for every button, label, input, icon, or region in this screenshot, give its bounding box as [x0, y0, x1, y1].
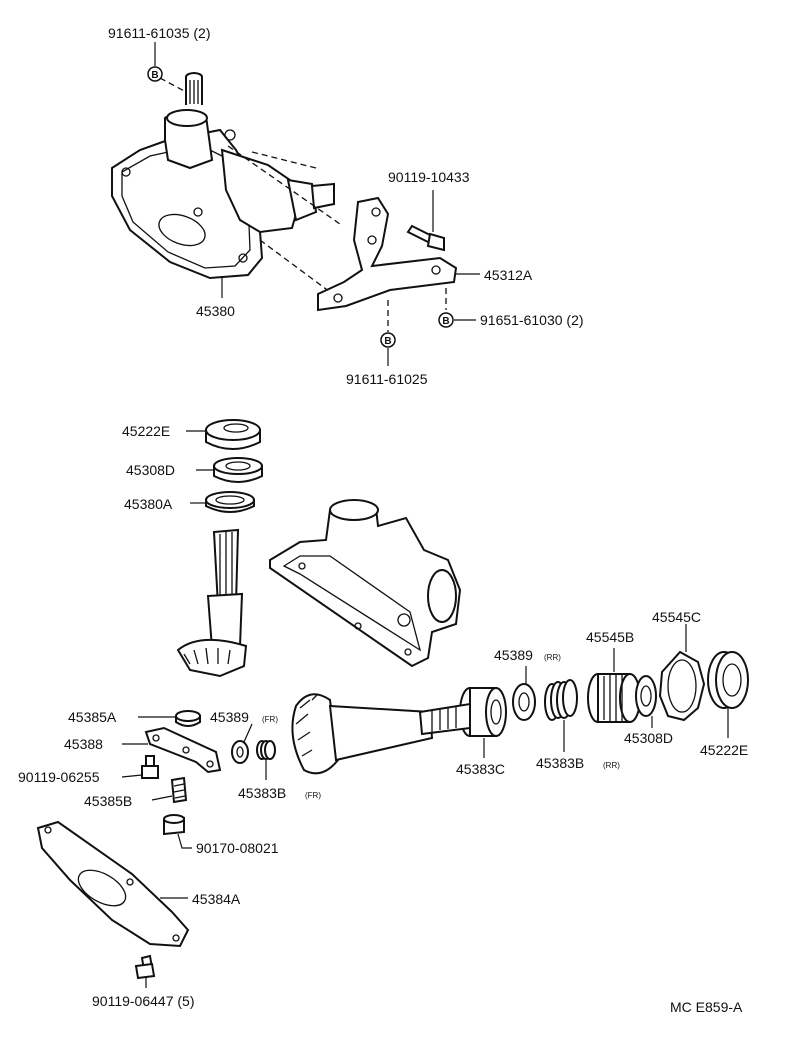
label-45389-rr-sub: (RR)	[544, 653, 561, 662]
nut-90170-08021	[163, 814, 185, 836]
label-45380: 45380	[196, 303, 235, 319]
bolt-90119-06255	[141, 755, 159, 779]
label-45383b-fr-sub: (FR)	[305, 791, 321, 800]
spring-45383b-rr	[544, 679, 578, 721]
bolt-90119-06447	[134, 954, 156, 980]
label-91651-61030: 91651-61030 (2)	[480, 312, 584, 328]
bearing-45308d-bottom	[635, 675, 657, 717]
svg-text:B: B	[384, 336, 391, 347]
label-45545c: 45545C	[652, 609, 701, 625]
svg-text:B: B	[442, 316, 449, 327]
label-45383c: 45383C	[456, 761, 505, 777]
bearing-45308d-top	[213, 457, 263, 483]
label-91611-61025: 91611-61025	[346, 371, 428, 387]
cover-45384a	[36, 820, 190, 948]
adjusting-screw-45545b	[587, 673, 641, 723]
washer-45380a	[205, 491, 255, 513]
sector-shaft	[176, 528, 248, 678]
spring-45383b-fr	[256, 740, 276, 760]
bolt-90119-10433	[406, 224, 445, 252]
badge-b-2: B	[438, 312, 454, 328]
label-45308d-bottom: 45308D	[624, 730, 673, 746]
seal-45222e-bottom	[707, 651, 749, 709]
label-45389-rr: 45389	[494, 647, 533, 663]
label-45385a: 45385A	[68, 709, 117, 725]
ring-45389-fr	[231, 740, 249, 764]
seal-45222e-top	[205, 419, 261, 450]
label-90119-06447: 90119-06447 (5)	[92, 993, 194, 1009]
label-45308d-top: 45308D	[126, 462, 175, 478]
svg-text:B: B	[151, 70, 158, 81]
label-45222e-bottom: 45222E	[700, 742, 748, 758]
plate-45388	[144, 726, 222, 774]
label-45222e-top: 45222E	[122, 423, 170, 439]
label-90170-08021: 90170-08021	[196, 840, 279, 856]
label-45389-fr-sub: (FR)	[262, 715, 278, 724]
badge-b-1: B	[147, 66, 163, 82]
label-45312a: 45312A	[484, 267, 533, 283]
label-45388: 45388	[64, 736, 103, 752]
screw-45385b	[170, 776, 188, 804]
diagram-code: MC E859-A	[670, 999, 743, 1015]
badge-b-3: B	[380, 332, 396, 348]
worm-shaft	[291, 693, 471, 775]
label-45389-fr: 45389	[210, 709, 249, 725]
gear-housing-top	[111, 109, 335, 280]
label-45380a: 45380A	[124, 496, 173, 512]
label-45383b-rr-sub: (RR)	[603, 761, 620, 770]
label-45384a: 45384A	[192, 891, 241, 907]
label-45385b: 45385B	[84, 793, 132, 809]
label-90119-10433: 90119-10433	[388, 169, 470, 185]
bracket-45312a	[317, 196, 458, 312]
label-45383b-rr: 45383B	[536, 755, 584, 771]
gear-housing-middle	[269, 499, 462, 668]
pad-45385a	[175, 710, 201, 727]
label-90119-06255: 90119-06255	[18, 769, 100, 785]
label-45545b: 45545B	[586, 629, 634, 645]
label-45383b-fr: 45383B	[238, 785, 286, 801]
label-91611-61035: 91611-61035 (2)	[108, 25, 210, 41]
ring-45389-rr	[512, 683, 536, 721]
bolt-top	[185, 72, 203, 105]
lock-nut-45545c	[658, 650, 706, 722]
